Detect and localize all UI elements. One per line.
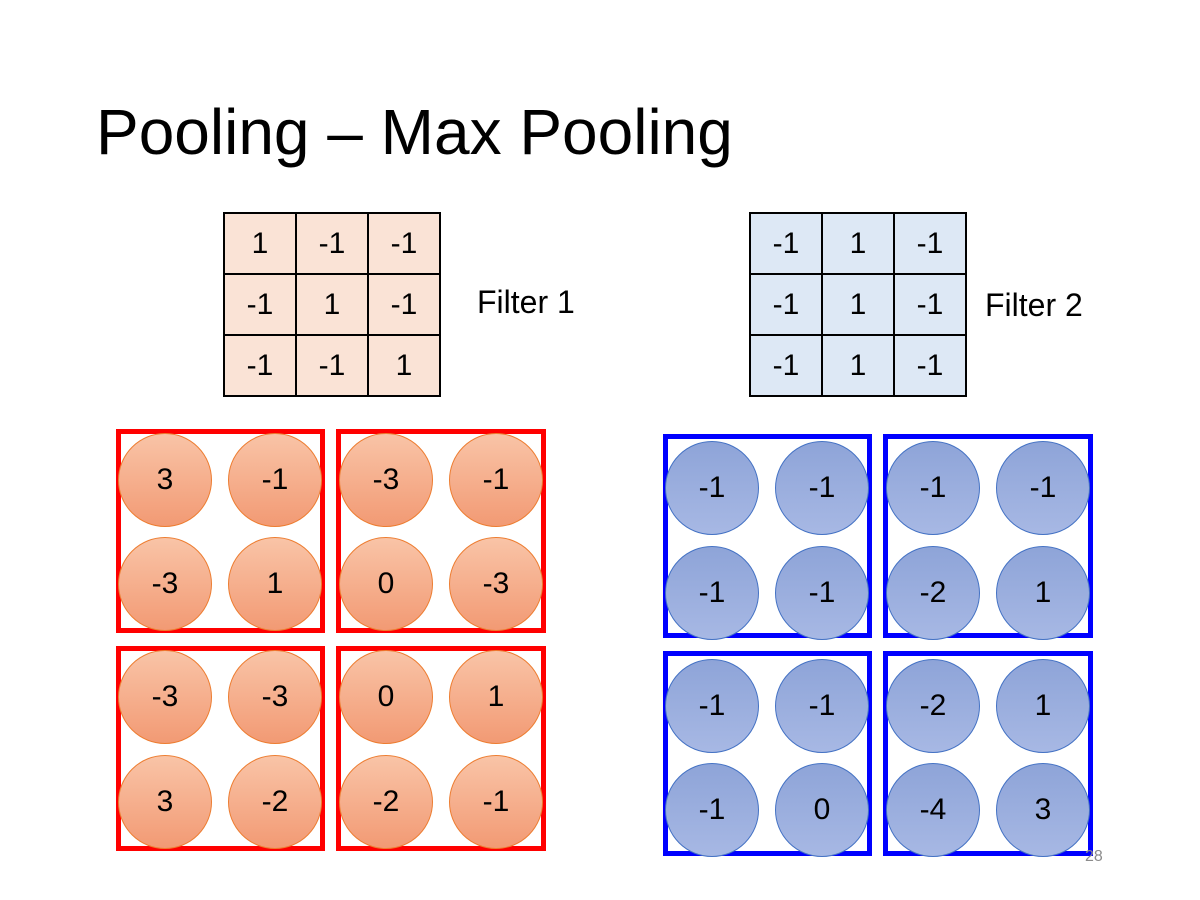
filter-1-cell: -1 <box>295 212 369 275</box>
filter-2-cell: -1 <box>749 334 823 397</box>
filter-2-cell: -1 <box>893 212 967 275</box>
pool-window <box>663 651 872 856</box>
filter-2-matrix: -1 1 -1 -1 1 -1 -1 1 -1 <box>749 212 967 397</box>
pool-window <box>116 646 325 851</box>
feature-cell: -3 <box>118 537 212 631</box>
feature-cell: -4 <box>886 763 980 857</box>
feature-cell: -2 <box>339 755 433 849</box>
feature-cell: -1 <box>228 433 322 527</box>
filter-1-cell: 1 <box>295 273 369 336</box>
filter-2-cell: -1 <box>893 273 967 336</box>
pool-window <box>883 434 1093 638</box>
feature-cell: 3 <box>118 755 212 849</box>
feature-cell: -3 <box>449 537 543 631</box>
filter-1-cell: -1 <box>367 273 441 336</box>
feature-cell: 0 <box>339 537 433 631</box>
filter-1-label: Filter 1 <box>477 284 575 320</box>
feature-cell: -1 <box>775 659 869 753</box>
pool-window <box>336 646 546 851</box>
feature-cell: -3 <box>118 650 212 744</box>
filter-2-label: Filter 2 <box>985 287 1083 323</box>
filter-2-cell: -1 <box>749 273 823 336</box>
pool-window <box>336 429 546 633</box>
pool-window <box>663 434 872 638</box>
feature-cell: -1 <box>886 441 980 535</box>
feature-cell: -1 <box>775 546 869 640</box>
feature-cell: -1 <box>449 755 543 849</box>
feature-cell: -1 <box>665 763 759 857</box>
feature-cell: -3 <box>339 433 433 527</box>
filter-2-cell: -1 <box>893 334 967 397</box>
pool-window <box>883 651 1093 856</box>
feature-cell: -1 <box>665 659 759 753</box>
filter-1-cell: -1 <box>295 334 369 397</box>
feature-cell: 1 <box>228 537 322 631</box>
feature-cell: -2 <box>886 659 980 753</box>
page-number: 28 <box>1085 848 1103 865</box>
feature-cell: 1 <box>449 650 543 744</box>
filter-1-cell: -1 <box>223 273 297 336</box>
feature-cell: 1 <box>996 659 1090 753</box>
feature-cell: 3 <box>118 433 212 527</box>
feature-cell: -2 <box>886 546 980 640</box>
filter-2-cell: 1 <box>821 212 895 275</box>
filter-1-cell: 1 <box>223 212 297 275</box>
feature-cell: 3 <box>996 763 1090 857</box>
feature-cell: -1 <box>996 441 1090 535</box>
filter-1-cell: -1 <box>223 334 297 397</box>
filter-2-cell: 1 <box>821 273 895 336</box>
feature-cell: -1 <box>665 441 759 535</box>
feature-cell: -1 <box>775 441 869 535</box>
slide-title: Pooling – Max Pooling <box>96 96 733 168</box>
pool-window <box>116 429 325 633</box>
feature-cell: 0 <box>339 650 433 744</box>
feature-cell: -1 <box>449 433 543 527</box>
filter-2-cell: 1 <box>821 334 895 397</box>
filter-1-cell: -1 <box>367 212 441 275</box>
filter-1-cell: 1 <box>367 334 441 397</box>
feature-cell: 1 <box>996 546 1090 640</box>
filter-1-matrix: 1 -1 -1 -1 1 -1 -1 -1 1 <box>223 212 441 397</box>
filter-2-cell: -1 <box>749 212 823 275</box>
feature-cell: -1 <box>665 546 759 640</box>
feature-cell: -3 <box>228 650 322 744</box>
feature-cell: 0 <box>775 763 869 857</box>
feature-cell: -2 <box>228 755 322 849</box>
